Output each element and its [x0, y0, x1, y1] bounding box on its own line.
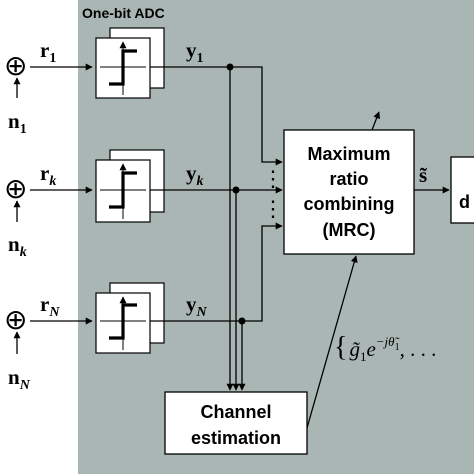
mrc-block	[283, 129, 415, 255]
channel-estimation-line-2: estimation	[191, 428, 281, 448]
noise-k-label: nk	[8, 232, 27, 260]
quantizer-1-step	[109, 49, 137, 86]
signal-1-label: r1	[40, 38, 56, 66]
branch-1: ⊕ n1 r1 y1	[4, 27, 225, 137]
estimation-to-mrc-arrow	[306, 255, 358, 429]
detector-block-partial	[450, 156, 474, 224]
quantizer-k-step	[109, 171, 137, 209]
adder-n: ⊕	[4, 304, 27, 335]
mrc-label-line-2: ratio	[329, 169, 368, 189]
inputs-ellipsis-lower: ⋮	[262, 196, 284, 221]
mrc-label-line-3: combining	[304, 194, 395, 214]
channel-estimation-line-1: Channel	[200, 402, 271, 422]
adder-1: ⊕	[4, 50, 27, 81]
branch-k: ⊕ nk rk yk	[4, 149, 262, 260]
branch-n: ⊕ nN rN yN	[4, 282, 240, 393]
adc-region-label: One-bit ADC	[82, 5, 165, 21]
channel-estimate-expression: {g̃1e−jθ̃1, . . .	[334, 332, 436, 364]
noise-n-label: nN	[8, 365, 31, 393]
mrc-top-arrow	[371, 111, 380, 131]
mrc-label-line-4: (MRC)	[323, 220, 376, 240]
adder-k: ⊕	[4, 173, 27, 204]
channel-estimation-block	[164, 391, 308, 455]
signal-k-label: rk	[40, 161, 56, 189]
wire-1-to-mrc	[225, 66, 283, 166]
signal-n-label: rN	[40, 292, 60, 320]
detector-label-partial: d	[459, 192, 470, 212]
output-k-label: yk	[186, 161, 204, 189]
output-n-label: yN	[186, 292, 208, 320]
quantizer-n-step	[109, 303, 137, 340]
mrc-label-line-1: Maximum	[307, 144, 390, 164]
output-symbol: s̃	[419, 163, 427, 187]
inputs-ellipsis-upper: ⋮	[262, 166, 284, 191]
wire-n-to-mrc	[240, 222, 283, 322]
output-1-label: y1	[186, 38, 204, 66]
noise-1-label: n1	[8, 109, 27, 137]
